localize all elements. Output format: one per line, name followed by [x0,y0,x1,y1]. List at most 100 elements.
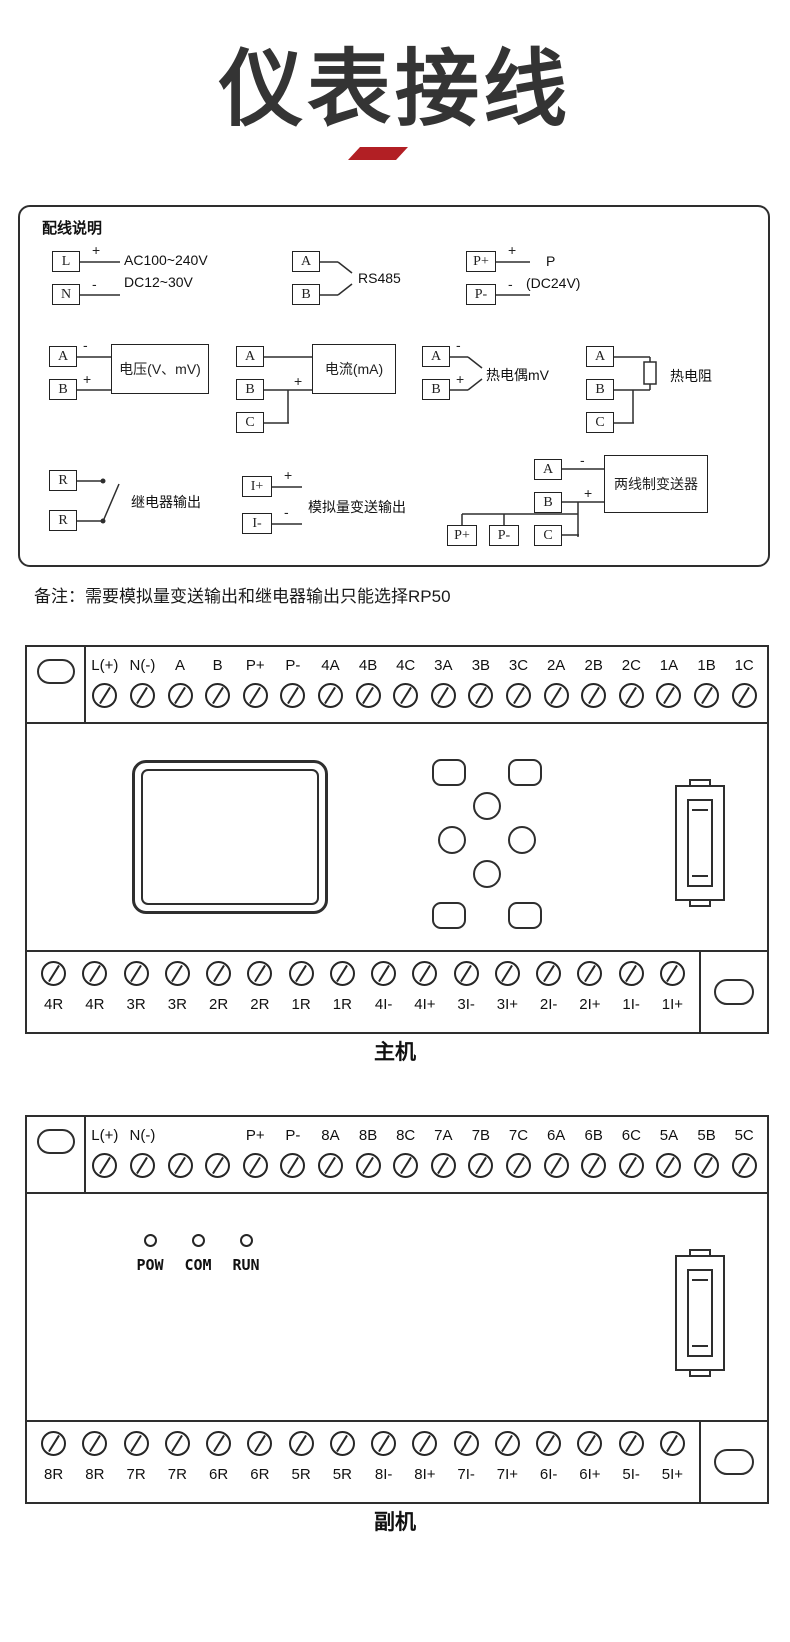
screw-terminal-icon [536,1431,562,1456]
mount-hole [36,659,75,684]
terminal-label: 6R [209,1466,229,1483]
terminal-label: 4R [44,996,64,1013]
terminal-cell: 5A [650,1127,688,1189]
screw-terminal-icon [123,1431,149,1456]
terminal-label: 6B [584,1127,603,1144]
terminal-label: B [212,657,223,674]
screw-terminal-icon [247,961,273,986]
terminal-cell: 3B [462,657,500,719]
terminal-cell: 4R [33,961,74,1029]
screw-terminal-icon [242,1153,268,1178]
terminal-box-n: N [52,284,80,305]
screw-terminal-icon [468,683,494,708]
terminal-label: L(+) [91,1127,119,1144]
screw-terminal-icon [206,961,232,986]
terminal-cell: 7I- [446,1431,487,1499]
terminal-label: 7R [126,1466,146,1483]
screw-terminal-icon [329,1431,355,1456]
wire [467,378,483,391]
screw-terminal-icon [468,1153,494,1178]
screw-terminal-icon [288,961,314,986]
screw-terminal-icon [536,961,562,986]
screw-terminal-icon [329,961,355,986]
connector-pin [692,1345,708,1347]
screw-terminal-icon [129,683,155,708]
terminal-cell: 3A [424,657,462,719]
keypad-button-bottom-right [508,902,542,929]
terminal-label: 2R [209,996,229,1013]
mount-zone [699,1422,767,1502]
loop-power-line1: P [546,253,556,269]
main-unit-caption: 主机 [374,1041,416,1064]
terminal-label: 8R [44,1466,64,1483]
terminal-label: 7B [471,1127,491,1144]
connector-pin [692,1279,708,1281]
terminal-cell: 6I+ [569,1431,610,1499]
terminal-cell: 7I+ [487,1431,528,1499]
terminal-cell: 6R [239,1431,280,1499]
terminal-box-c: C [534,525,562,546]
terminal-box-a: A [292,251,320,272]
thermocouple-input-group: A - B + 热电偶mV [420,338,570,437]
connector-pin [692,875,708,877]
terminal-label: 6A [546,1127,566,1144]
screw-terminal-icon [205,1153,231,1178]
minus-sign: - [456,337,461,353]
loop-power-line2: (DC24V) [526,275,581,291]
terminal-cell: 8B [349,1127,387,1189]
terminal-label: 3C [508,657,529,674]
analog-output-wires [272,486,302,525]
screw-terminal-icon [577,1431,603,1456]
terminal-cell: P+ [236,1127,274,1189]
screw-terminal-icon [41,961,67,986]
power-wires [80,261,120,296]
screw-terminal-icon [393,683,419,708]
terminal-box-r2: R [49,510,77,531]
screw-terminal-icon [205,683,231,708]
keypad-button-top-right [508,759,542,786]
relay-label: 继电器输出 [131,494,201,510]
screw-terminal-icon [280,1153,306,1178]
terminal-cell: 4I+ [404,961,445,1029]
power-wiring-group: L + N - AC100~240V DC12~30V [50,243,280,317]
screw-terminal-icon [731,1153,757,1178]
terminal-cell: 1R [281,961,322,1029]
terminal-cell: 5C [725,1127,763,1189]
resistor-icon [643,361,657,385]
terminal-cell: 5I- [611,1431,652,1499]
terminal-cell: 3R [116,961,157,1029]
terminal-label: 1R [332,996,352,1013]
screw-terminal-icon [506,683,531,708]
terminal-cell: B [199,657,237,719]
terminal-cell: 1I- [611,961,652,1029]
screw-terminal-icon [371,961,397,986]
mount-hole [714,1449,754,1475]
terminal-label: 7A [434,1127,453,1144]
terminal-cell: 1I+ [652,961,693,1029]
rtd-wires [614,356,657,424]
current-label-box: 电流(mA) [312,344,396,394]
terminal-cell: 6R [198,1431,239,1499]
screw-terminal-icon [412,1431,438,1456]
terminal-cell: N(-) [124,657,162,719]
terminal-box-b: B [236,379,264,400]
plus-sign: + [83,371,92,387]
terminal-cell: P- [274,1127,312,1189]
terminal-cell: 7R [116,1431,157,1499]
keypad-button-up [473,792,501,820]
mount-zone [27,647,86,722]
terminal-cell: L(+) [86,1127,124,1189]
screw-terminal-icon [494,961,520,986]
mount-zone [27,1117,86,1192]
terminal-cell: 2R [239,961,280,1029]
terminal-label: 2R [250,996,270,1013]
minus-sign: - [83,337,88,353]
note-text: 备注：需要模拟量变送输出和继电器输出只能选择RP50 [34,587,451,606]
led-item-run: RUN [223,1234,269,1274]
screw-terminal-icon [164,1431,190,1456]
connector-tab [689,899,711,907]
keypad-button-down [473,860,501,888]
